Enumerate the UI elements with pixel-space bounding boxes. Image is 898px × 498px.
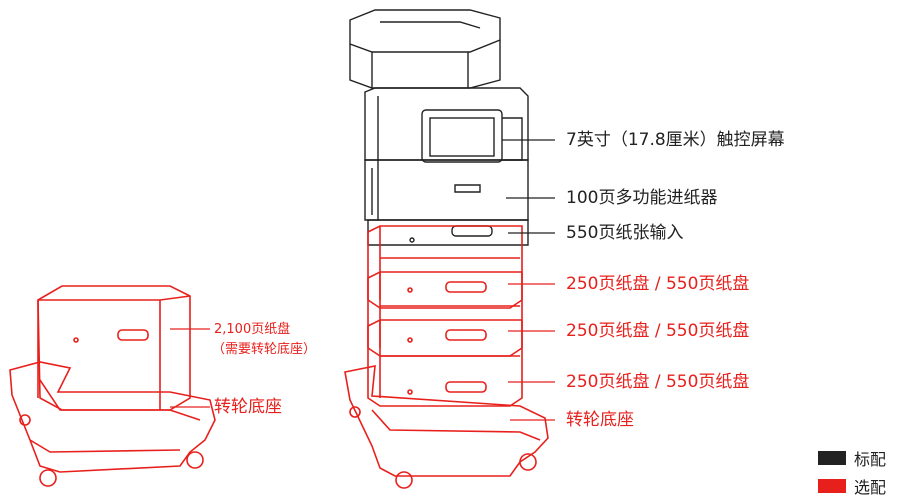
label-hc-tray-note: （需要转轮底座） bbox=[212, 342, 317, 357]
label-right-caster-base: 转轮底座 bbox=[566, 410, 634, 430]
label-left-caster-base: 转轮底座 bbox=[214, 397, 282, 417]
optional-tray-2 bbox=[367, 271, 523, 357]
optional-tray-3 bbox=[367, 319, 523, 407]
left-caster-base bbox=[9, 361, 216, 487]
legend-optional-label: 选配 bbox=[854, 478, 887, 497]
label-optional-tray-1: 250页纸盘 / 550页纸盘 bbox=[566, 274, 750, 294]
legend-standard: 标配 bbox=[818, 446, 886, 470]
legend-standard-label: 标配 bbox=[854, 450, 887, 469]
legend-standard-swatch bbox=[818, 451, 846, 465]
label-hc-tray: 2,100页纸盘 bbox=[214, 322, 291, 337]
legend-optional: 选配 bbox=[818, 474, 886, 498]
label-standard-input: 550页纸张输入 bbox=[566, 223, 684, 243]
label-optional-tray-2: 250页纸盘 / 550页纸盘 bbox=[566, 321, 750, 341]
right-caster-base bbox=[344, 365, 549, 489]
label-touchscreen: 7英寸（17.8厘米）触控屏幕 bbox=[566, 130, 785, 150]
label-optional-tray-3: 250页纸盘 / 550页纸盘 bbox=[566, 372, 750, 392]
label-mp-feeder: 100页多功能进纸器 bbox=[566, 188, 718, 208]
printer-mfp bbox=[349, 9, 529, 246]
optional-tray-1 bbox=[367, 225, 523, 309]
callout-lines bbox=[170, 139, 555, 421]
legend-optional-swatch bbox=[818, 479, 846, 493]
left-hc-tray-2100 bbox=[37, 285, 191, 411]
